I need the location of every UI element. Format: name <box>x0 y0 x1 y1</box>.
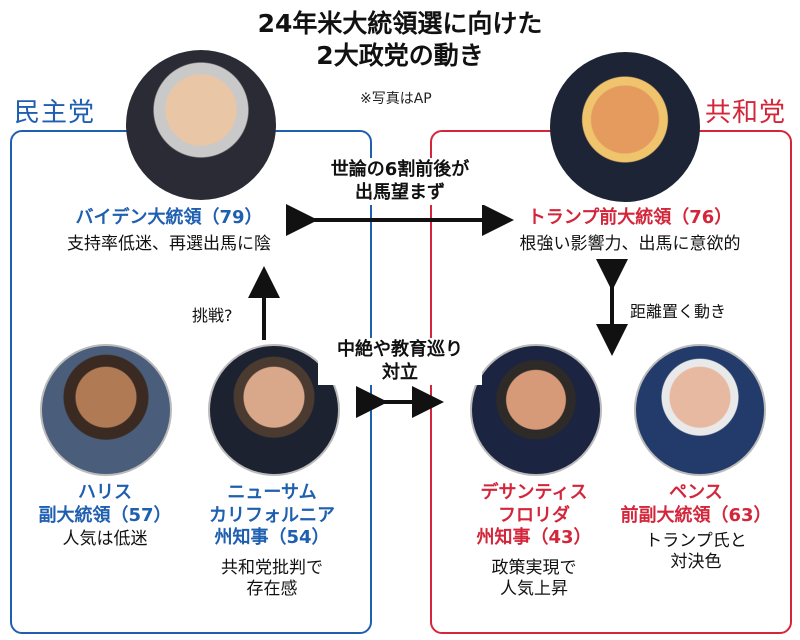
pence-desc-line1: トランプ氏と <box>645 531 747 551</box>
trump-desc: 根強い影響力、出馬に意欲的 <box>519 233 741 254</box>
center-mid-line2: 対立 <box>382 362 418 384</box>
center-top-note: 世論の6割前後が 出馬望まず <box>300 158 500 205</box>
pence-name-line2: 前副大統領（63） <box>620 504 772 526</box>
distance-label: 距離置く動き <box>630 302 727 321</box>
desantis-desc-line2: 人気上昇 <box>500 578 568 599</box>
diagram-title-line1: 24年米大統領選に向けた <box>257 9 543 38</box>
trump-caption: トランプ前大統領（76） 根強い影響力、出馬に意欲的 <box>480 207 780 255</box>
harris-desc: 人気は低迷 <box>62 529 148 549</box>
center-top-line2: 出馬望まず <box>355 182 445 204</box>
biden-name: バイデン大統領（79） <box>75 207 263 228</box>
pence-caption: ペンス 前副大統領（63） トランプ氏と 対決色 <box>608 482 784 574</box>
trump-photo <box>550 52 700 202</box>
photo-credit-note: ※写真はAP <box>360 91 432 107</box>
newsom-name-line1: ニューサム <box>227 482 317 503</box>
center-top-line1: 世論の6割前後が <box>330 159 470 180</box>
challenge-label: 挑戦? <box>192 306 233 325</box>
center-mid-note: 中絶や教育巡り 対立 <box>318 338 482 385</box>
newsom-desc-line1: 共和党批判で <box>221 557 323 578</box>
desantis-photo <box>470 344 602 476</box>
democratic-party-label: 民主党 <box>14 98 96 128</box>
desantis-caption: デサンティス フロリダ 州知事（43） 政策実現で 人気上昇 <box>448 482 620 600</box>
newsom-caption: ニューサム カリフォルニア 州知事（54） 共和党批判で 存在感 <box>186 482 358 600</box>
desantis-name-line2: フロリダ <box>498 504 570 526</box>
newsom-desc-line2: 存在感 <box>246 578 298 599</box>
biden-photo <box>126 50 276 200</box>
center-mid-line1: 中絶や教育巡り <box>337 339 463 360</box>
newsom-name-line3: 州知事（54） <box>214 527 330 548</box>
biden-caption: バイデン大統領（79） 支持率低迷、再選出馬に陰 <box>24 207 314 255</box>
desantis-name-line3: 州知事（43） <box>476 527 592 548</box>
diagram-title-line2: 2大政党の動き <box>316 41 484 70</box>
harris-name-line1: ハリス <box>78 482 132 503</box>
pence-photo <box>634 344 766 476</box>
pence-desc-line2: 対決色 <box>670 552 722 573</box>
biden-desc: 支持率低迷、再選出馬に陰 <box>67 233 271 254</box>
harris-caption: ハリス 副大統領（57） 人気は低迷 <box>20 482 190 550</box>
desantis-name-line1: デサンティス <box>480 482 588 503</box>
republican-party-label: 共和党 <box>704 98 786 128</box>
newsom-name-line2: カリフォルニア <box>209 504 335 526</box>
harris-name-line2: 副大統領（57） <box>38 504 172 526</box>
trump-name: トランプ前大統領（76） <box>527 207 733 228</box>
desantis-desc-line1: 政策実現で <box>491 557 577 578</box>
pence-name-line1: ペンス <box>669 482 723 503</box>
harris-photo <box>40 344 172 476</box>
